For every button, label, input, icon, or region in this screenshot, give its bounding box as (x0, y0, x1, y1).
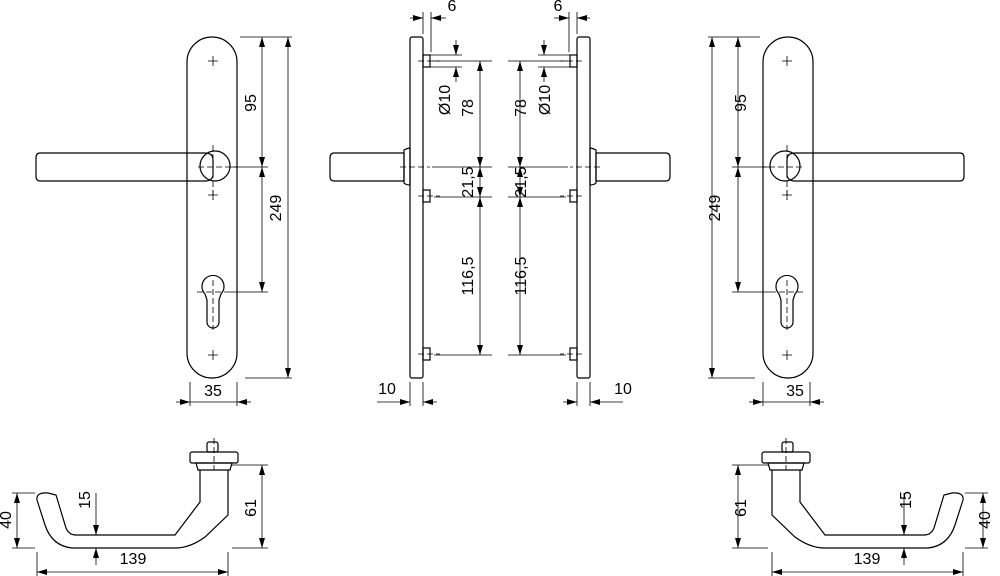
dim-label: 249 (707, 195, 724, 222)
dim-label: 78 (513, 99, 530, 117)
dim-label: 15 (898, 491, 915, 509)
dim-label: 95 (733, 94, 750, 112)
dim-label: 61 (243, 499, 260, 517)
dim-label: 116,5 (513, 256, 530, 295)
dim-label: 10 (378, 381, 396, 398)
dim-label: 21,5 (513, 166, 530, 197)
dim-label: 40 (0, 511, 15, 529)
dim-label: Ø10 (437, 85, 454, 115)
side-view (329, 36, 440, 379)
dim-label: 15 (77, 491, 94, 509)
dim-label: 139 (854, 551, 881, 568)
dim-label: 95 (243, 94, 260, 112)
dim-label: 35 (204, 383, 222, 400)
handle-profile (36, 438, 239, 549)
dim-label: 78 (460, 99, 477, 117)
left-half-geometry (12, 12, 492, 576)
dim-label: 6 (554, 0, 563, 15)
dim-label: 61 (733, 499, 750, 517)
rose (199, 150, 231, 182)
dim-label: Ø10 (537, 85, 554, 115)
dim-label: 249 (268, 195, 285, 222)
dim-label: 21,5 (460, 166, 477, 197)
dim-label: 10 (614, 381, 632, 398)
lever-handle (35, 152, 214, 182)
front-view-plate (35, 36, 238, 379)
dim-label: 35 (786, 383, 804, 400)
keyhole (201, 274, 225, 329)
screw-cross-icon (208, 56, 218, 360)
dim-label: 116,5 (460, 256, 477, 295)
dim-label: 6 (448, 0, 457, 15)
dim-label: 40 (977, 511, 994, 529)
dim-label: 139 (120, 551, 147, 568)
